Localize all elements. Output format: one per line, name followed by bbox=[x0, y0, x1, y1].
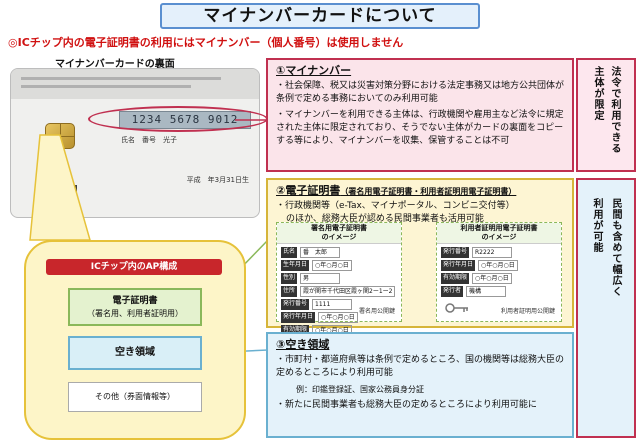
user-cert-row-label: 有効期限 bbox=[441, 273, 470, 284]
signature-cert-seal: 署名用公開鍵 bbox=[358, 308, 395, 315]
user-cert-row-value: ○年○月○日 bbox=[478, 260, 519, 271]
user-cert-head: 利用者証明用電子証明書 のイメージ bbox=[437, 223, 561, 244]
card-name-line: 氏名 番号 光子 bbox=[121, 136, 177, 144]
signature-cert-row-value: 番 太郎 bbox=[300, 247, 341, 258]
ap-empty-area: 空き領域 bbox=[68, 336, 202, 370]
signature-cert-row-label: 氏名 bbox=[281, 247, 298, 258]
card-date-era: 平成 bbox=[186, 176, 201, 184]
page-title: マイナンバーカードについて bbox=[160, 3, 480, 29]
limited-users-col2: 主体が限定 bbox=[592, 66, 603, 121]
section-certificate-line2: のほか、総務大臣が認める民間事業者も活用可能 bbox=[286, 214, 484, 224]
signature-cert-row-value: 1111 bbox=[312, 299, 353, 310]
signature-cert-row-label: 有効期限 bbox=[281, 325, 310, 336]
user-cert-row-value: ○年○月○日 bbox=[472, 273, 513, 284]
card-caption: マイナンバーカードの裏面 bbox=[55, 59, 175, 70]
section-mynumber-para1: ・社会保障、税又は災害対策分野における法定事務又は地方公共団体が条例で定める事務… bbox=[276, 81, 565, 104]
signature-cert-row-value: ○年○月○日 bbox=[312, 260, 353, 271]
signature-cert-row: 性別男 bbox=[281, 273, 397, 284]
section-empty-area-line2: ・新たに民間事業者も総務大臣の定めるところにより利用可能に bbox=[276, 400, 537, 410]
user-cert-head1: 利用者証明用電子証明書 bbox=[460, 224, 538, 232]
section-mynumber: ①マイナンバー ・社会保障、税又は災害対策分野における法定事務又は地方公共団体が… bbox=[266, 58, 574, 172]
signature-cert-head2: のイメージ bbox=[321, 233, 357, 241]
wide-use-col1: 民間も含めて幅広く bbox=[610, 198, 621, 297]
card-date-line: 平成 年3月31日生 bbox=[187, 175, 249, 185]
card-text-line bbox=[21, 77, 221, 80]
card-date-tail: 年3月31日生 bbox=[207, 176, 249, 184]
card-header-stripe bbox=[11, 69, 259, 99]
signature-cert-row: 住所霞が関市千代田区霞ヶ関2ー1ー2 bbox=[281, 286, 397, 297]
user-cert-row: 発行年月日○年○月○日 bbox=[441, 260, 557, 271]
section-certificate-subtitle: （署名用電子証明書・利用者証明用電子証明書） bbox=[340, 187, 517, 196]
signature-cert-row-label: 生年月日 bbox=[281, 260, 310, 271]
user-cert-head2: のイメージ bbox=[481, 233, 517, 241]
section-empty-area: ③空き領域 ・市町村・都道府県等は条例で定めるところ、国の機関等は総務大臣の定め… bbox=[266, 332, 574, 438]
signature-cert-row: 発行年月日○年○月○日 bbox=[281, 312, 397, 323]
signature-cert-row-label: 住所 bbox=[281, 286, 298, 297]
signature-cert-row: 生年月日○年○月○日 bbox=[281, 260, 397, 271]
user-cert-row-value: R2222 bbox=[472, 247, 513, 258]
limited-users-col1: 法令で利用できる bbox=[609, 66, 620, 154]
section-certificate: ②電子証明書（署名用電子証明書・利用者証明用電子証明書） ・行政機関等（e-Ta… bbox=[266, 178, 574, 336]
user-cert-row-label: 発行番号 bbox=[441, 247, 470, 258]
signature-cert-row-label: 発行年月日 bbox=[281, 312, 316, 323]
section-empty-area-line1: ・市町村・都道府県等は条例で定めるところ、国の機関等は総務大臣の定めるところによ… bbox=[276, 355, 565, 378]
ap-certificate-sub: （署名用、利用者証明用） bbox=[87, 309, 183, 318]
wide-use-col2: 利用が可能 bbox=[591, 198, 602, 253]
user-cert-row: 有効期限○年○月○日 bbox=[441, 273, 557, 284]
signature-cert-row-label: 発行番号 bbox=[281, 299, 310, 310]
wide-use-box: 民間も含めて幅広く 利用が可能 bbox=[576, 178, 636, 438]
user-cert-row-value: 機構 bbox=[466, 286, 507, 297]
card-text-line bbox=[21, 85, 191, 88]
signature-cert-row-value: ○年○月○日 bbox=[318, 312, 359, 323]
user-cert-seal: 利用者証明用公開鍵 bbox=[500, 308, 555, 315]
section-certificate-line1: ・行政機関等（e-Tax、マイナポータル、コンビニ交付等） bbox=[276, 201, 515, 211]
limited-users-box: 法令で利用できる 主体が限定 bbox=[576, 58, 636, 172]
signature-cert-row: 氏名番 太郎 bbox=[281, 247, 397, 258]
section-certificate-heading: ②電子証明書（署名用電子証明書・利用者証明用電子証明書） bbox=[276, 182, 572, 198]
user-cert-row-label: 発行者 bbox=[441, 286, 464, 297]
user-cert-row-label: 発行年月日 bbox=[441, 260, 476, 271]
signature-cert-row-value: 霞が関市千代田区霞ヶ関2ー1ー2 bbox=[300, 286, 396, 297]
section-empty-area-title: ③空き領域 bbox=[276, 338, 330, 351]
ap-other: その他（券面情報等） bbox=[68, 382, 202, 412]
ap-certificate: 電子証明書 （署名用、利用者証明用） bbox=[68, 288, 202, 326]
signature-cert-row-value: 男 bbox=[300, 273, 341, 284]
signature-cert-row-label: 性別 bbox=[281, 273, 298, 284]
user-cert-row: 発行者機構 bbox=[441, 286, 557, 297]
key-icon bbox=[445, 303, 468, 313]
signature-cert-head: 署名用電子証明書 のイメージ bbox=[277, 223, 401, 244]
section-mynumber-para2: ・マイナンバーを利用できる主体は、行政機関や雇用主など法令に規定された主体に限定… bbox=[276, 110, 564, 146]
subheading: ◎ICチップ内の電子証明書の利用にはマイナンバー（個人番号）は使用しません bbox=[8, 36, 404, 49]
ap-certificate-title: 電子証明書 bbox=[112, 296, 158, 306]
chip-callout-pointer bbox=[29, 134, 91, 241]
chip-ap-header: ICチップ内のAP構成 bbox=[46, 259, 222, 275]
signature-cert-image: 署名用電子証明書 のイメージ 氏名番 太郎生年月日○年○月○日性別男住所霞が関市… bbox=[276, 222, 402, 336]
section-mynumber-title: ①マイナンバー bbox=[276, 64, 352, 77]
section-certificate-title: ②電子証明書 bbox=[276, 184, 341, 197]
section-empty-area-note: 例：印鑑登録証、国家公務員身分証 bbox=[296, 385, 424, 394]
signature-cert-head1: 署名用電子証明書 bbox=[311, 224, 367, 232]
